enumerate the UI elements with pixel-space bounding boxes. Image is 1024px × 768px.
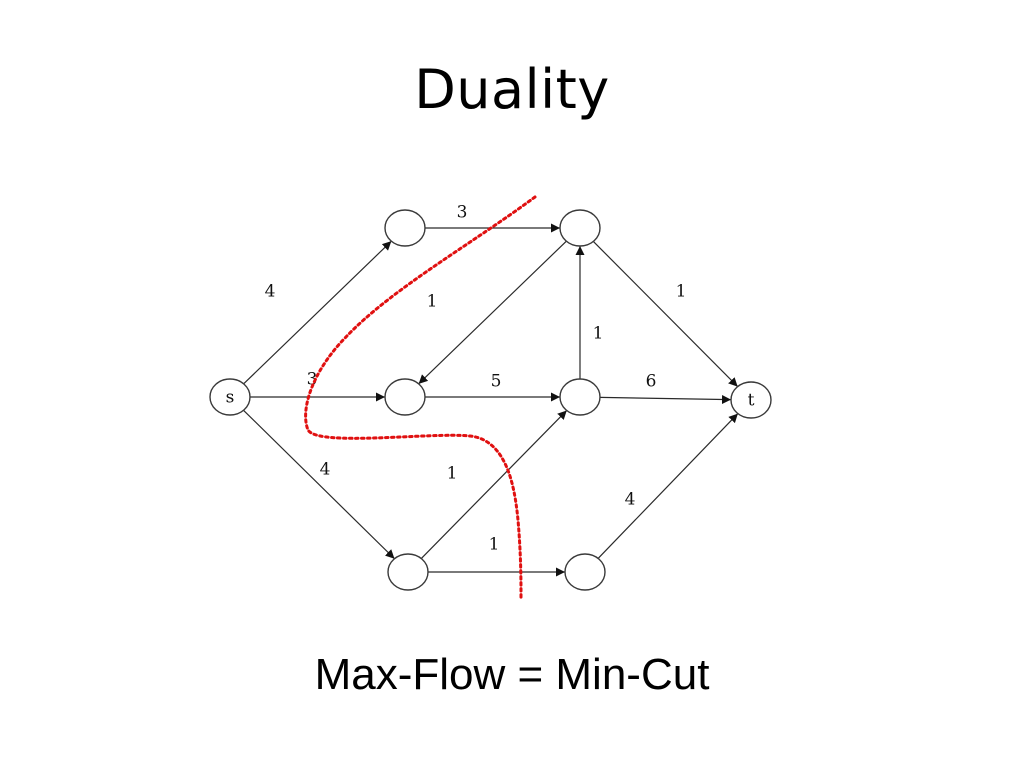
node-s: s xyxy=(209,378,251,416)
edge-d-t xyxy=(592,240,739,388)
node-circle xyxy=(384,378,426,416)
slide-caption: Max-Flow = Min-Cut xyxy=(314,650,710,699)
edge-s-c xyxy=(243,409,395,560)
node-label: s xyxy=(226,388,235,408)
edge-f-t xyxy=(597,413,739,559)
edge-capacity-label: 3 xyxy=(457,203,468,223)
node-circle xyxy=(559,378,601,416)
edge-d-b xyxy=(418,240,567,385)
edge-capacity-label: 1 xyxy=(489,535,500,555)
min-cut-line xyxy=(304,195,537,600)
slide-title: Duality xyxy=(414,58,610,121)
node-circle xyxy=(730,381,772,419)
node-f xyxy=(564,553,606,591)
node-d xyxy=(559,209,601,247)
edge-e-t xyxy=(599,394,732,404)
node-circle xyxy=(387,553,429,591)
edge-capacity-label: 4 xyxy=(265,282,276,302)
node-circle xyxy=(209,378,251,416)
node-b xyxy=(384,378,426,416)
node-t: t xyxy=(730,381,772,419)
node-circle xyxy=(564,553,606,591)
edge-capacity-label: 1 xyxy=(676,282,687,302)
edge-capacity-label: 1 xyxy=(427,292,438,312)
node-circle xyxy=(559,209,601,247)
node-label: t xyxy=(748,391,755,411)
edge-capacity-label: 3 xyxy=(307,370,318,390)
edge-capacity-label: 4 xyxy=(320,460,331,480)
edge-capacity-label: 6 xyxy=(646,372,657,392)
node-c xyxy=(387,553,429,591)
edge-capacity-label: 1 xyxy=(593,324,604,344)
node-circle xyxy=(384,209,426,247)
edge-capacity-label: 4 xyxy=(625,490,636,510)
edge-capacity-label: 5 xyxy=(491,372,502,392)
edge-capacity-label: 1 xyxy=(447,464,458,484)
node-a xyxy=(384,209,426,247)
edge-c-e xyxy=(420,410,568,559)
edge-s-a xyxy=(243,240,392,385)
node-e xyxy=(559,378,601,416)
